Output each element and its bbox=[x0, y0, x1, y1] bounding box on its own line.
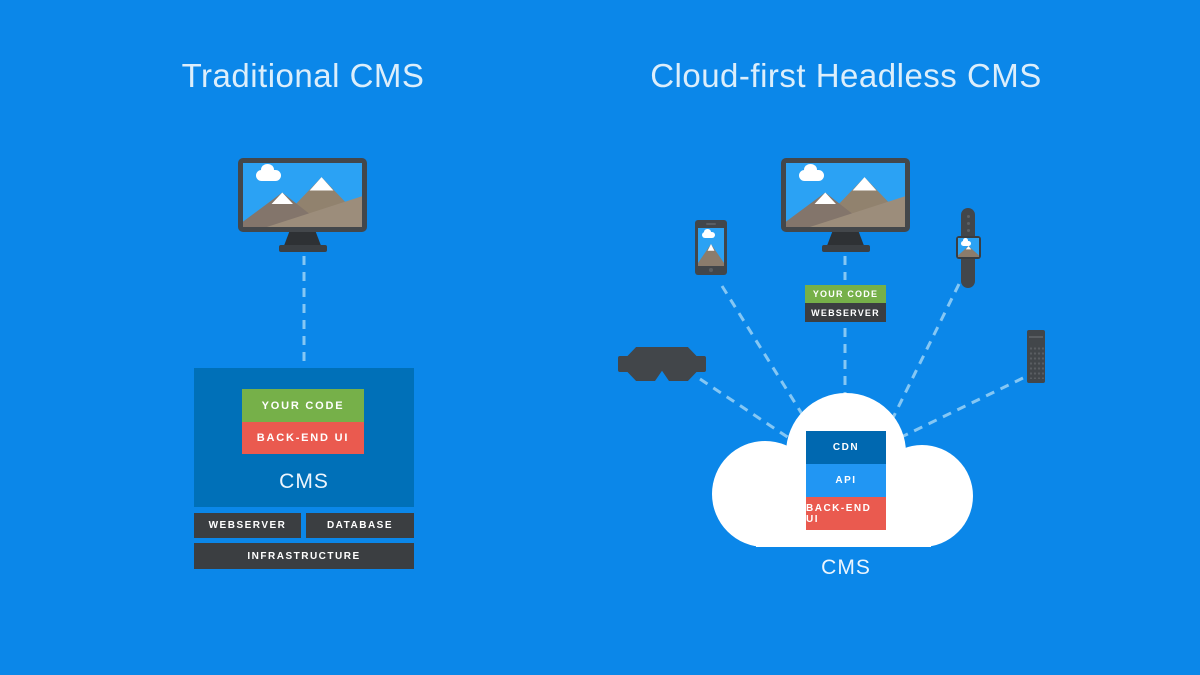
sky-cloud-icon bbox=[256, 163, 281, 181]
desktop-monitor-icon bbox=[238, 158, 367, 253]
remote-button-grid bbox=[1029, 346, 1044, 379]
cms-label: CMS bbox=[821, 556, 871, 579]
smartwatch-icon bbox=[956, 208, 981, 288]
goggles-strap-tab bbox=[695, 356, 706, 372]
webserver-box: WEBSERVER bbox=[194, 513, 301, 538]
dashed-line-remote-to-cloud bbox=[884, 376, 1024, 447]
snow-cap-icon bbox=[271, 192, 293, 204]
watch-band-hole bbox=[967, 229, 970, 232]
watch-screen bbox=[958, 238, 979, 257]
cms-label: CMS bbox=[279, 470, 329, 493]
goggles-body bbox=[627, 347, 697, 381]
your-code-box: YOUR CODE bbox=[242, 389, 364, 422]
api-box: API bbox=[806, 464, 886, 497]
phone-speaker bbox=[706, 223, 716, 225]
mountain-icon bbox=[958, 245, 979, 257]
snow-cap-icon bbox=[965, 245, 972, 250]
sky-cloud-icon bbox=[799, 163, 824, 181]
remote-control-icon bbox=[1027, 330, 1045, 383]
phone-home-button bbox=[709, 268, 713, 272]
remote-stripe bbox=[1029, 336, 1043, 338]
backend-ui-box: BACK-END UI bbox=[806, 497, 886, 530]
monitor-base bbox=[278, 245, 327, 252]
snow-cap-icon bbox=[814, 192, 836, 204]
sky-cloud-icon bbox=[702, 228, 715, 238]
dashed-line-watch-to-cloud bbox=[882, 283, 961, 437]
backend-ui-box: BACK-END UI bbox=[242, 422, 364, 454]
smartphone-icon bbox=[695, 220, 727, 275]
right-column-title: Cloud-first Headless CMS bbox=[650, 57, 1042, 94]
watch-band-hole bbox=[967, 222, 970, 225]
monitor-stand bbox=[826, 230, 865, 247]
sky-cloud-icon bbox=[961, 238, 971, 246]
infrastructure-box: INFRASTRUCTURE bbox=[194, 543, 414, 569]
webserver-box: WEBSERVER bbox=[805, 303, 886, 322]
database-box: DATABASE bbox=[306, 513, 414, 538]
left-column-title: Traditional CMS bbox=[181, 57, 425, 94]
monitor-frame bbox=[781, 158, 910, 232]
dashed-line-goggles-to-cloud bbox=[699, 377, 811, 454]
vr-goggles-icon bbox=[618, 347, 706, 381]
phone-screen bbox=[698, 228, 724, 266]
watch-band-hole bbox=[967, 215, 970, 218]
monitor-base bbox=[821, 245, 870, 252]
monitor-screen bbox=[786, 163, 905, 227]
desktop-monitor-icon bbox=[781, 158, 910, 253]
monitor-frame bbox=[238, 158, 367, 232]
monitor-stand bbox=[283, 230, 322, 247]
your-code-box: YOUR CODE bbox=[805, 285, 886, 303]
cdn-box: CDN bbox=[806, 431, 886, 464]
snow-cap-icon bbox=[707, 243, 715, 251]
monitor-screen bbox=[243, 163, 362, 227]
goggles-strap-tab bbox=[618, 356, 629, 372]
